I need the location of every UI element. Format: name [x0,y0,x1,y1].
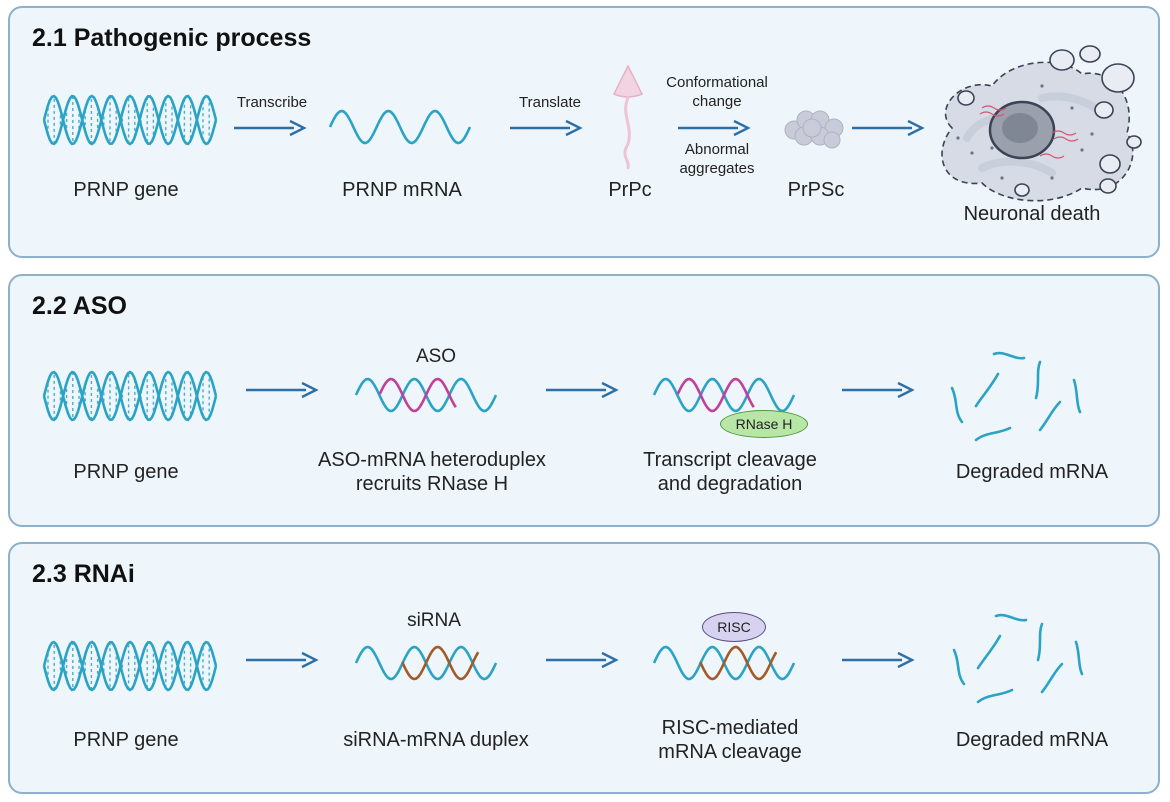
rnase-h-enzyme: RNase H [720,410,808,438]
label-transcribe: Transcribe [236,94,308,111]
label-heteroduplex-2: recruits RNase H [355,473,509,495]
cleaved-transcript-icon [652,377,796,413]
label-heteroduplex-1: ASO-mRNA heteroduplex [318,449,546,471]
mrna-strand-icon [328,109,472,145]
arrow-3 [842,651,915,669]
risc-complex: RISC [702,612,766,642]
prpc-protein-icon [612,64,644,170]
dna-double-helix-icon [42,640,218,692]
label-prpsc: PrPSc [787,179,845,201]
label-degraded-mrna: Degraded mRNA [955,461,1109,483]
dna-double-helix-icon [42,370,218,422]
arrow-2 [546,651,619,669]
panel-pathogenic-process: 2.1 Pathogenic process PRNP gene Transcr… [8,6,1160,258]
degraded-mrna-fragments-icon [952,613,1084,704]
label-prnp-gene: PRNP gene [73,179,179,201]
arrow-conformational-change [678,119,751,137]
dying-neuron-icon [941,45,1142,202]
label-abnormal: Abnormal [684,141,750,158]
label-risc-mediated-1: RISC-mediated [661,717,799,739]
arrow-3 [842,381,915,399]
label-prpc: PrPc [608,179,652,201]
label-change: change [692,93,742,110]
label-prnp-mrna: PRNP mRNA [342,179,462,201]
panel-rnai: 2.3 RNAi PRNP gene siRNA siRNA-mRNA dupl… [8,542,1160,794]
arrow-translate [510,119,583,137]
label-degraded-mrna: Degraded mRNA [955,729,1109,751]
label-neuronal-death: Neuronal death [963,203,1101,225]
label-translate: Translate [519,94,581,111]
label-sirna: siRNA [407,610,461,631]
label-cleavage-1: Transcript cleavage [643,449,817,471]
degraded-mrna-fragments-icon [950,351,1082,442]
panel-title: 2.2 ASO [32,292,127,320]
risc-cleavage-icon [652,645,796,681]
label-conformational: Conformational [666,74,768,91]
label-duplex: siRNA-mRNA duplex [343,729,529,751]
label-risc-mediated-2: mRNA cleavage [658,741,802,763]
panel-aso: 2.2 ASO PRNP gene ASO ASO-mRNA heterodup… [8,274,1160,527]
label-prnp-gene: PRNP gene [73,461,179,483]
panel-title: 2.3 RNAi [32,560,135,588]
arrow-1 [246,381,319,399]
label-prnp-gene: PRNP gene [73,729,179,751]
label-aso: ASO [415,346,457,367]
prpsc-aggregate-icon [784,110,844,149]
label-cleavage-2: and degradation [657,473,803,495]
aso-mrna-heteroduplex-icon [354,377,498,413]
arrow-transcribe [234,119,307,137]
arrow-to-neuronal-death [852,119,925,137]
dna-double-helix-icon [42,94,218,146]
panel-title: 2.1 Pathogenic process [32,24,312,52]
label-aggregates: aggregates [679,160,755,177]
sirna-mrna-duplex-icon [354,645,498,681]
arrow-1 [246,651,319,669]
arrow-2 [546,381,619,399]
